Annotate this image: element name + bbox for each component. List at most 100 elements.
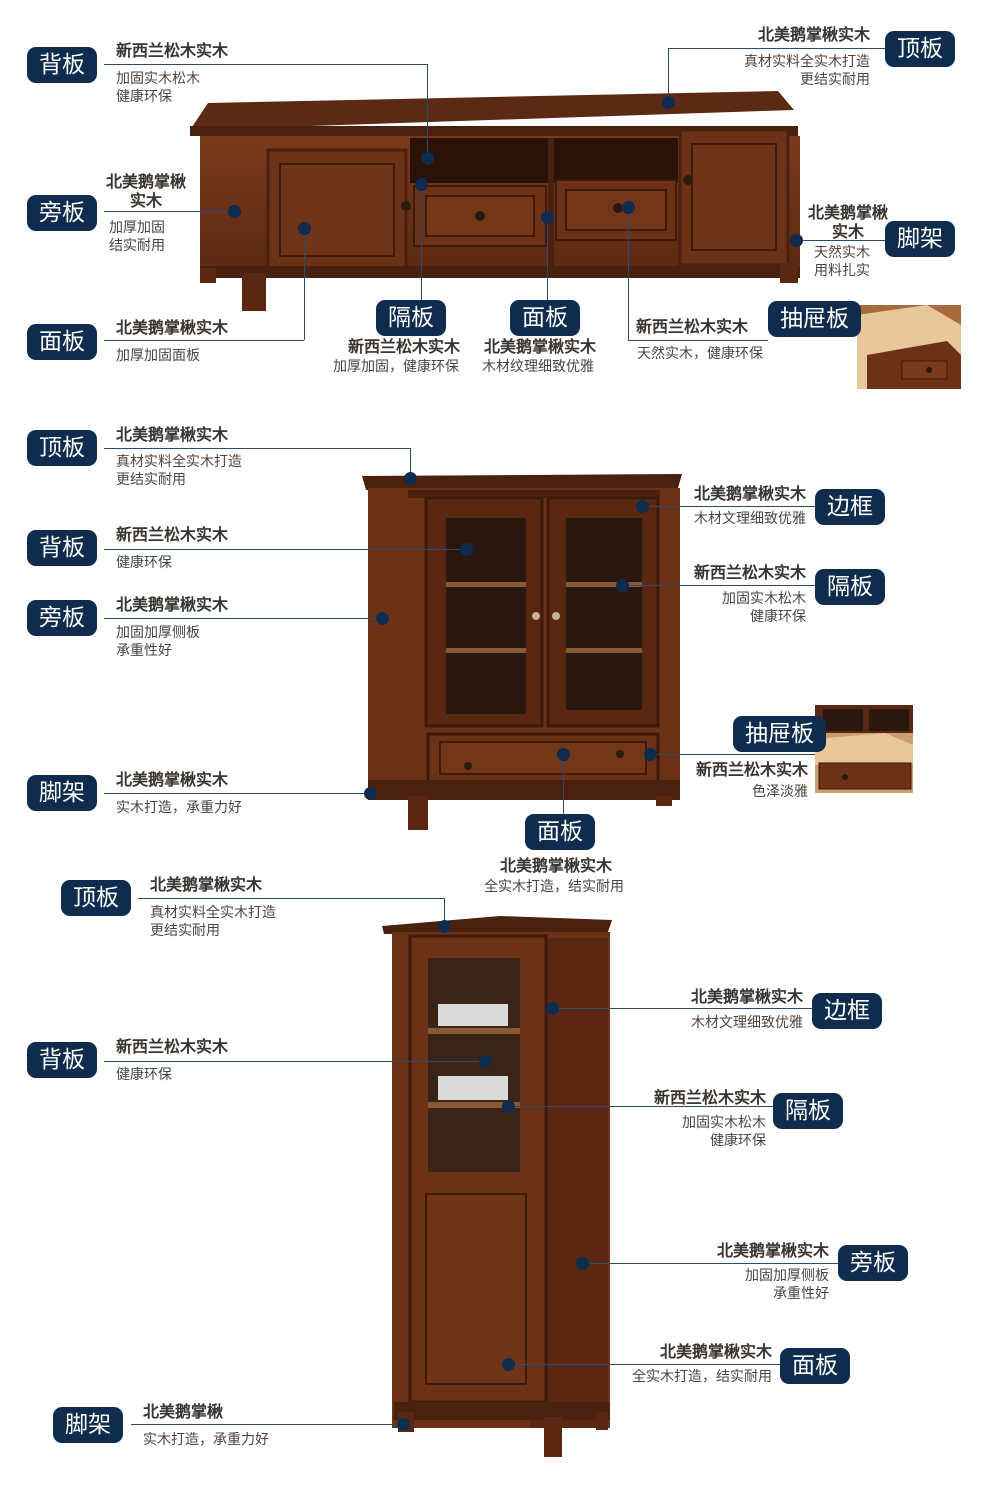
tag-back-panel-2: 背板 (27, 530, 97, 566)
leader-line (582, 1263, 838, 1264)
desc-back-panel-3: 健康环保 (116, 1067, 172, 1083)
title-front-panel: 北美鹅掌楸实木 (116, 318, 229, 337)
hotspot[interactable] (421, 152, 434, 165)
hotspot[interactable] (546, 1002, 559, 1015)
leader-line (552, 1008, 812, 1009)
leader-line (628, 207, 629, 340)
leader-line (131, 1424, 403, 1425)
hotspot[interactable] (616, 579, 629, 592)
title-top-panel-2: 北美鹅掌楸实木 (116, 425, 229, 444)
hotspot[interactable] (364, 787, 377, 800)
leader-line (410, 448, 411, 478)
leader-line (104, 340, 304, 341)
tall-cabinet-image (382, 916, 612, 1457)
leader-line (650, 754, 815, 755)
leader-line (642, 506, 815, 507)
title-front-panel-2: 北美鹅掌楸实木 (500, 856, 613, 875)
tag-foot: 脚架 (885, 221, 955, 257)
leader-line (138, 898, 444, 899)
tag-foot-2: 脚架 (27, 775, 97, 811)
tag-shelf: 隔板 (376, 300, 446, 336)
title-side-panel: 北美鹅掌楸 实木 (106, 172, 187, 210)
hotspot[interactable] (557, 748, 570, 761)
leader-line (427, 64, 428, 158)
tag-top-panel-3: 顶板 (61, 880, 131, 916)
hotspot[interactable] (790, 234, 803, 247)
leader-line (563, 754, 564, 814)
title-shelf-2: 新西兰松木实木 (693, 563, 806, 582)
display-cabinet-image (362, 474, 682, 830)
leader-line (668, 48, 885, 49)
tag-foot-3: 脚架 (53, 1407, 123, 1443)
tag-shelf-2: 隔板 (815, 569, 885, 605)
title-top-panel-3: 北美鹅掌楸实木 (150, 875, 263, 894)
hotspot[interactable] (298, 222, 311, 235)
leader-line (547, 217, 548, 300)
tag-front-panel-3: 面板 (780, 1348, 850, 1384)
drawer-detail-thumbnail-2 (815, 705, 913, 793)
desc-frame-2: 木材文理细致优雅 (694, 511, 806, 527)
leader-line (421, 184, 422, 300)
leader-line (508, 1364, 780, 1365)
title-back-panel: 新西兰松木实木 (116, 41, 229, 60)
tv-cabinet-image (190, 91, 800, 311)
desc-back-panel: 加固实木松木 健康环保 (116, 71, 200, 105)
title-frame-3: 北美鹅掌楸实木 (690, 987, 803, 1006)
leader-line (304, 228, 305, 340)
tag-drawer: 抽屉板 (768, 301, 861, 337)
tag-frame-2: 边框 (815, 489, 885, 525)
leader-line (444, 898, 445, 926)
desc-foot-2: 实木打造，承重力好 (116, 800, 242, 816)
title-foot-3: 北美鹅掌楸 (143, 1402, 224, 1421)
hotspot[interactable] (662, 96, 675, 109)
hotspot[interactable] (404, 472, 417, 485)
hotspot[interactable] (479, 1055, 492, 1068)
desc-shelf-3: 加固实木松木 健康环保 (682, 1115, 766, 1149)
hotspot[interactable] (228, 205, 241, 218)
title-side-panel-2: 北美鹅掌楸实木 (116, 595, 229, 614)
hotspot[interactable] (397, 1418, 410, 1431)
title-panel: 北美鹅掌楸实木 (484, 337, 597, 356)
title-back-panel-3: 新西兰松木实木 (116, 1037, 229, 1056)
title-shelf: 新西兰松木实木 (348, 337, 461, 356)
hotspot[interactable] (502, 1358, 515, 1371)
hotspot[interactable] (502, 1100, 515, 1113)
leader-line (104, 618, 382, 619)
tag-front-panel-2: 面板 (525, 814, 595, 850)
hotspot[interactable] (541, 211, 554, 224)
drawer-detail-thumbnail (857, 305, 961, 389)
title-back-panel-2: 新西兰松木实木 (116, 525, 229, 544)
desc-drawer-2: 色泽淡雅 (752, 784, 808, 800)
title-drawer: 新西兰松木实木 (636, 317, 749, 336)
hotspot[interactable] (644, 748, 657, 761)
tag-panel: 面板 (510, 300, 580, 336)
tag-shelf-3: 隔板 (773, 1093, 843, 1129)
desc-front-panel-2: 全实木打造，结实耐用 (484, 879, 624, 895)
desc-side-panel-3: 加固加厚侧板 承重性好 (745, 1268, 829, 1302)
tag-side-panel-3: 旁板 (838, 1245, 908, 1281)
desc-front-panel: 加厚加固面板 (116, 348, 200, 364)
leader-line (104, 448, 410, 449)
desc-drawer: 天然实木，健康环保 (637, 346, 763, 362)
hotspot[interactable] (576, 1257, 589, 1270)
desc-top-panel-3: 真材实料全实木打造 更结实耐用 (150, 905, 276, 939)
tag-back-panel: 背板 (27, 47, 97, 83)
leader-line (508, 1106, 773, 1107)
title-side-panel-3: 北美鹅掌楸实木 (716, 1241, 829, 1260)
hotspot[interactable] (636, 500, 649, 513)
desc-side-panel: 加厚加固 结实耐用 (109, 220, 165, 254)
hotspot[interactable] (438, 920, 451, 933)
desc-back-panel-2: 健康环保 (116, 555, 172, 571)
leader-line (796, 240, 885, 241)
desc-top-panel-2: 真材实料全实木打造 更结实耐用 (116, 454, 242, 488)
title-frame-2: 北美鹅掌楸实木 (693, 484, 806, 503)
leader-line (104, 211, 234, 212)
title-shelf-3: 新西兰松木实木 (653, 1088, 766, 1107)
hotspot[interactable] (415, 178, 428, 191)
hotspot[interactable] (376, 612, 389, 625)
leader-line (622, 585, 815, 586)
title-foot: 北美鹅掌楸 实木 (808, 203, 889, 241)
hotspot[interactable] (460, 543, 473, 556)
hotspot[interactable] (622, 201, 635, 214)
leader-line (104, 1061, 485, 1062)
